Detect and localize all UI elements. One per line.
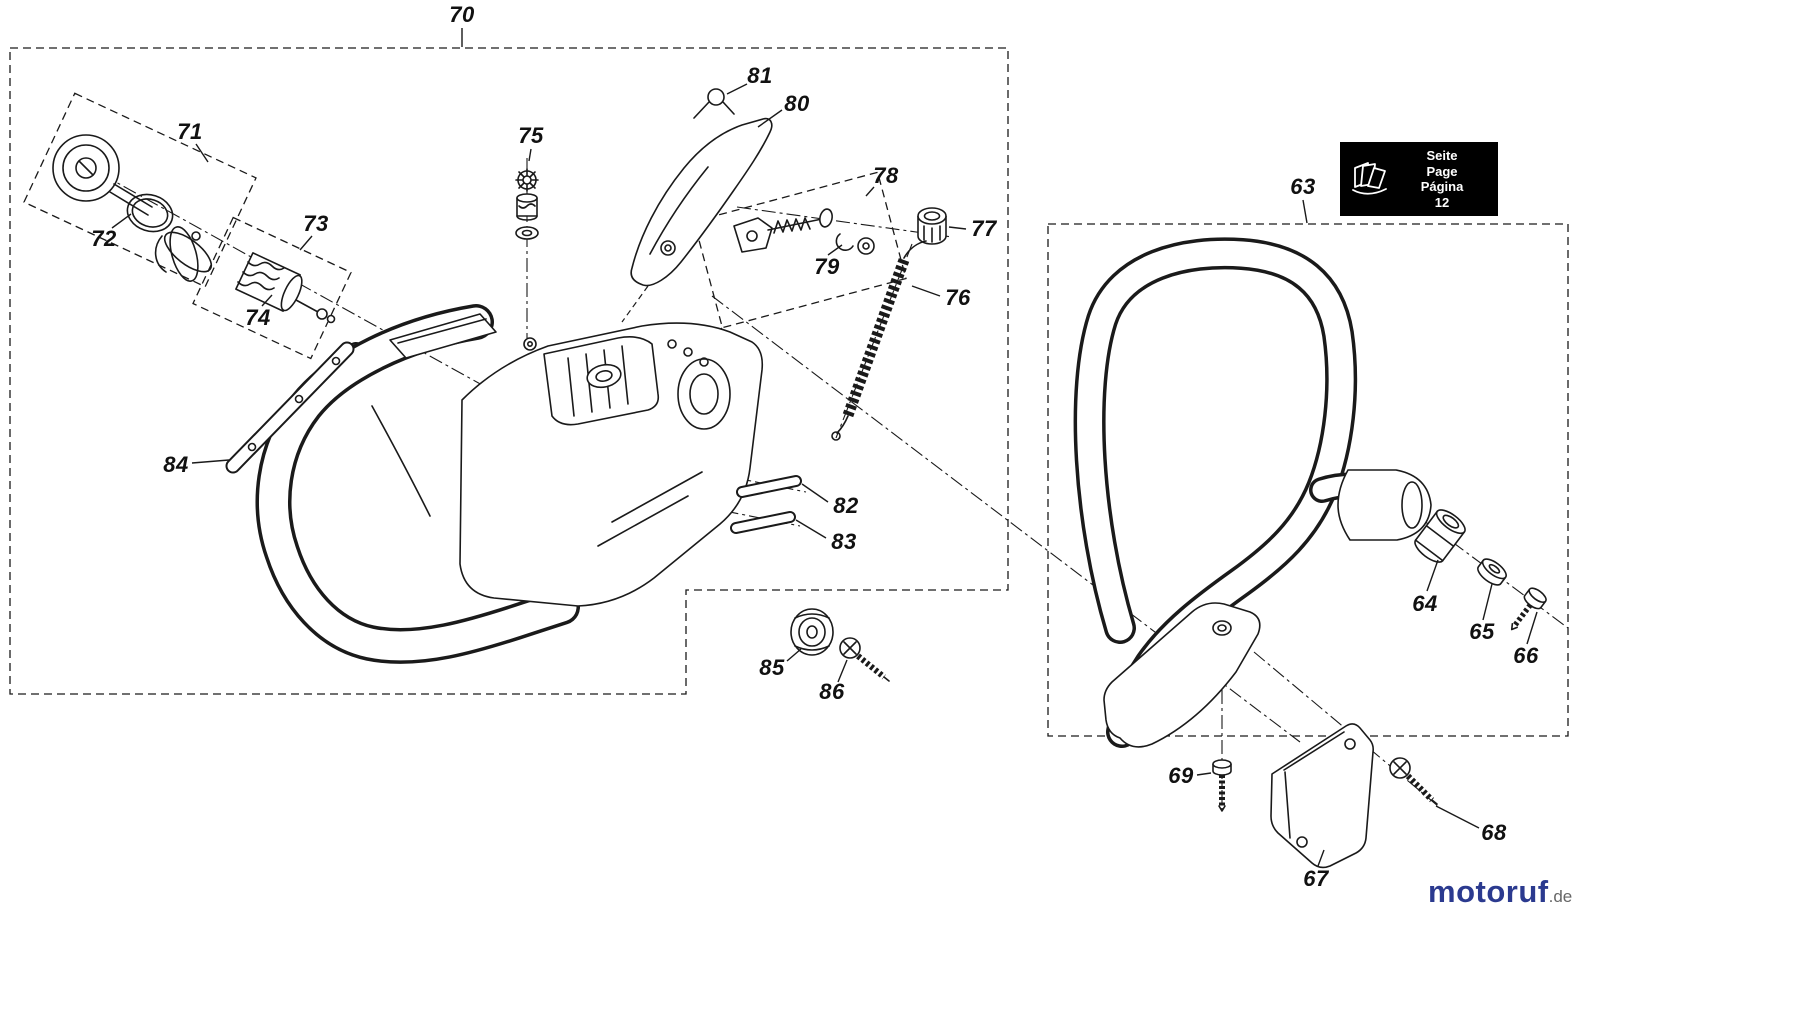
part-callout-82: 82: [833, 493, 859, 518]
throttle-linkage: [733, 208, 875, 255]
badge-page-number: 12: [1434, 194, 1450, 210]
region-box-70: [9, 47, 1009, 695]
part-callout-68: 68: [1481, 820, 1507, 845]
part-callout-70: 70: [449, 2, 475, 27]
region-box-78: [693, 171, 907, 329]
badge-text: Seite Page Página 12: [1396, 148, 1488, 210]
spring-81: [693, 88, 735, 119]
part-callout-72: 72: [91, 226, 117, 251]
part-callout-86: 86: [819, 679, 845, 704]
part-callout-84: 84: [163, 452, 189, 477]
washer-65: [1477, 558, 1507, 586]
buffer-64: [1414, 509, 1466, 563]
screw-86: [839, 637, 890, 682]
cap-nut-77: [917, 207, 947, 245]
pin-82: [736, 475, 802, 498]
page-reference-badge: Seite Page Página 12: [1340, 142, 1498, 216]
region-box-63: [1047, 223, 1569, 737]
parts-stack-75: [515, 168, 539, 240]
part-callout-77: 77: [971, 216, 997, 241]
part-callout-63: 63: [1290, 174, 1316, 199]
brand-logo[interactable]: motoruf.de: [1428, 874, 1572, 910]
badge-line-seite: Seite: [1426, 148, 1458, 163]
o-ring-72: [126, 193, 174, 233]
brand-tld: .de: [1548, 887, 1573, 906]
page-flip-icon: [1352, 162, 1387, 195]
part-callout-69: 69: [1168, 763, 1194, 788]
screw-66: [1510, 587, 1547, 631]
region-box-71: [23, 92, 257, 288]
part-callout-76: 76: [945, 285, 971, 310]
clip-79: [835, 233, 854, 251]
part-callout-67: 67: [1303, 866, 1329, 891]
screw-69: [1212, 759, 1232, 812]
part-callout-65: 65: [1469, 619, 1495, 644]
part-callout-83: 83: [831, 529, 857, 554]
part-callout-78: 78: [873, 163, 899, 188]
guard-plate-67: [1270, 723, 1374, 869]
guide-strip-84: [225, 341, 355, 474]
retainer-wire: [154, 226, 213, 282]
part-callout-79: 79: [814, 254, 840, 279]
badge-line-pagina: Página: [1420, 179, 1464, 194]
region-box-73: [192, 216, 352, 360]
screw-68: [1389, 757, 1438, 805]
leader-lines: [111, 28, 1538, 867]
badge-line-page: Page: [1426, 163, 1458, 179]
front-handlebar: [1073, 237, 1432, 748]
hand-guard-lever: [630, 117, 773, 287]
part-callout-80: 80: [784, 91, 810, 116]
tension-spring-76: [831, 240, 927, 441]
part-callout-74: 74: [245, 305, 271, 330]
part-callout-73: 73: [303, 211, 329, 236]
part-callout-85: 85: [759, 655, 785, 680]
pin-83: [730, 511, 796, 534]
fuel-filter: [235, 252, 336, 324]
brand-name: motoruf: [1428, 874, 1549, 909]
main-housing: [255, 304, 764, 664]
buffer-85: [790, 608, 834, 656]
part-callout-71: 71: [177, 119, 203, 144]
fuel-cap-assembly: [52, 134, 213, 282]
part-callout-75: 75: [518, 123, 544, 148]
part-callout-64: 64: [1412, 591, 1438, 616]
part-callout-66: 66: [1513, 643, 1539, 668]
part-callout-81: 81: [747, 63, 773, 88]
